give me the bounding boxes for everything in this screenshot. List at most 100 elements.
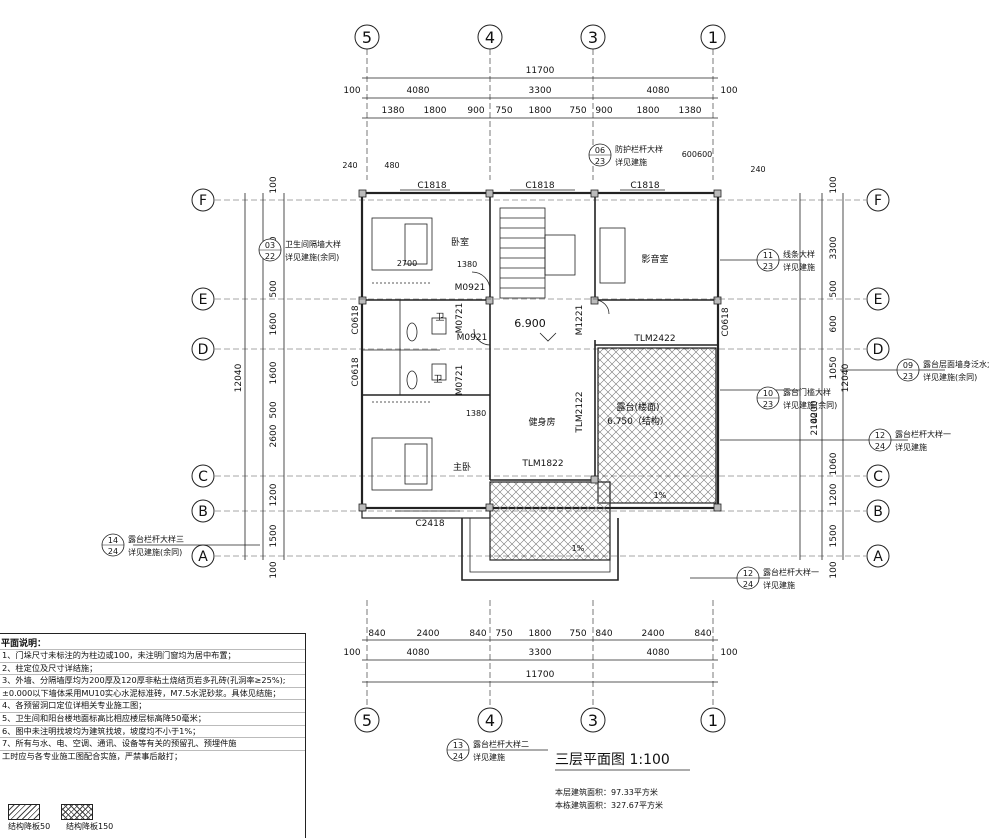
dim-value: 1800 (637, 106, 660, 116)
dim-value: 900 (595, 106, 612, 116)
note-line: 2、柱定位及尺寸详结施； (0, 661, 305, 675)
window-label: C0618 (351, 357, 361, 386)
dim-value: 2100 (810, 412, 820, 435)
dim-value: 100 (269, 561, 279, 578)
dim-value: 1060 (829, 452, 839, 475)
window-label: C2418 (415, 519, 444, 529)
window-label: C1818 (417, 181, 446, 191)
note-line: 1、门垛尺寸未标注的为柱边或100，未注明门窗均为居中布置； (0, 649, 305, 662)
notes-title: 平面说明： (1, 639, 47, 649)
callout-number: 03 (265, 241, 275, 250)
axis-label: A (873, 549, 883, 565)
callout-note: 详见建施(余同) (128, 547, 182, 557)
dim-value: 750 (495, 629, 512, 639)
dim-value: 1380 (457, 260, 477, 269)
callout-title: 露台层面墙身泛水大样 (923, 359, 989, 369)
dim-value: 750 (569, 106, 586, 116)
axis-bubble (866, 287, 890, 311)
axis-label: B (198, 504, 208, 520)
room-label: 卫 (433, 375, 442, 385)
door-label: M1221 (575, 305, 585, 336)
window-label: C0618 (721, 307, 731, 336)
axis-label: 3 (588, 711, 598, 730)
dim-value: 840 (595, 629, 612, 639)
axis-label: B (873, 504, 883, 520)
dim-value: 840 (368, 629, 385, 639)
callout-number: 09 (903, 361, 913, 370)
area-floor: 本层建筑面积：97.33平方米 (555, 787, 658, 797)
dim-value: 840 (469, 629, 486, 639)
level-arrow (539, 332, 557, 342)
callout-note: 详见建施 (473, 752, 505, 762)
axis-label: E (874, 292, 883, 308)
axis-bubble (191, 464, 215, 488)
door-label: TLM1822 (521, 459, 563, 469)
dim-value: 1% (572, 544, 585, 553)
dim-value: 100 (829, 176, 839, 193)
legend-swatch-50 (8, 804, 40, 820)
dim-value: 1050 (829, 356, 839, 379)
callout-note: 详见建施 (783, 262, 815, 272)
dim-value: 1380 (466, 409, 486, 418)
callout-number: 11 (763, 251, 773, 260)
dim-total: 12040 (841, 363, 851, 392)
axis-label: 5 (362, 28, 372, 47)
axis-bubble (866, 188, 890, 212)
legend: 结构降板50 结构降板150 (8, 804, 113, 831)
callout-note: 详见建施(余同) (923, 372, 977, 382)
callout-sheet: 24 (743, 580, 753, 589)
note-line: ±0.000以下墙体采用MU10实心水泥标准砖，M7.5水泥砂浆。具体见结施； (0, 686, 305, 700)
door-label: M0921 (457, 333, 488, 343)
dim-value: 1500 (269, 524, 279, 547)
dim-value: 1800 (529, 106, 552, 116)
callout-number: 12 (743, 569, 753, 578)
note-line: 5、卫生间和阳台楼地面标高比相应楼层标高降50毫米； (0, 711, 305, 725)
callout-note: 详见建施 (763, 580, 795, 590)
room-label: 主卧 (453, 461, 471, 473)
dim-value: 600600 (682, 150, 713, 159)
room-label: 卫 (435, 313, 444, 323)
dim-value: 2400 (642, 629, 665, 639)
axis-bubble (191, 287, 215, 311)
axis-bubble (580, 707, 606, 733)
callout-sheet: 23 (595, 157, 605, 166)
axis-label: 4 (485, 28, 495, 47)
callout-sheet: 23 (903, 372, 913, 381)
note-line: 3、外墙、分隔墙厚均为200厚及120厚非粘土烧结页岩多孔砖(孔洞率≥25%); (0, 674, 305, 687)
dim-value: 750 (569, 629, 586, 639)
axis-bubble (866, 337, 890, 361)
callout-sheet: 24 (453, 752, 463, 761)
axis-label: F (874, 193, 882, 209)
dim-total: 11700 (526, 66, 555, 76)
callout-title: 露台栏杆大样一 (895, 429, 951, 439)
plan-notes: 平面说明： 1、门垛尺寸未标注的为柱边或100，未注明门窗均为居中布置； 2、柱… (0, 633, 306, 838)
dim-value: 2400 (417, 629, 440, 639)
callout-title: 露台栏杆大样一 (763, 567, 819, 577)
balcony-hatch (489, 481, 611, 561)
dim-value: 480 (384, 161, 399, 170)
axis-label: A (198, 549, 208, 565)
dim-value: 500 (269, 401, 279, 418)
callout-sheet: 24 (108, 547, 118, 556)
dim-value: 2700 (397, 259, 417, 268)
dim-value: 1600 (269, 312, 279, 335)
dim-value: 840 (694, 629, 711, 639)
dim-value: 1380 (679, 106, 702, 116)
dim-value: 900 (467, 106, 484, 116)
axis-bubble (866, 464, 890, 488)
dim-total: 12040 (234, 363, 244, 392)
callout-number: 10 (763, 389, 773, 398)
dim-value: 1380 (382, 106, 405, 116)
door-label: M0721 (455, 365, 465, 396)
room-label: 卧室 (451, 236, 469, 248)
callout-sheet: 23 (763, 400, 773, 409)
room-label: 6.750（结构） (607, 415, 669, 427)
axis-bubble (191, 188, 215, 212)
window-label: C1818 (525, 181, 554, 191)
dim-value: 750 (495, 106, 512, 116)
dim-value: 100 (720, 86, 737, 96)
axis-label: 3 (588, 28, 598, 47)
window-label: C0618 (351, 305, 361, 334)
level-mark: 6.900 (514, 317, 546, 330)
dim-value: 4200 (810, 400, 820, 423)
